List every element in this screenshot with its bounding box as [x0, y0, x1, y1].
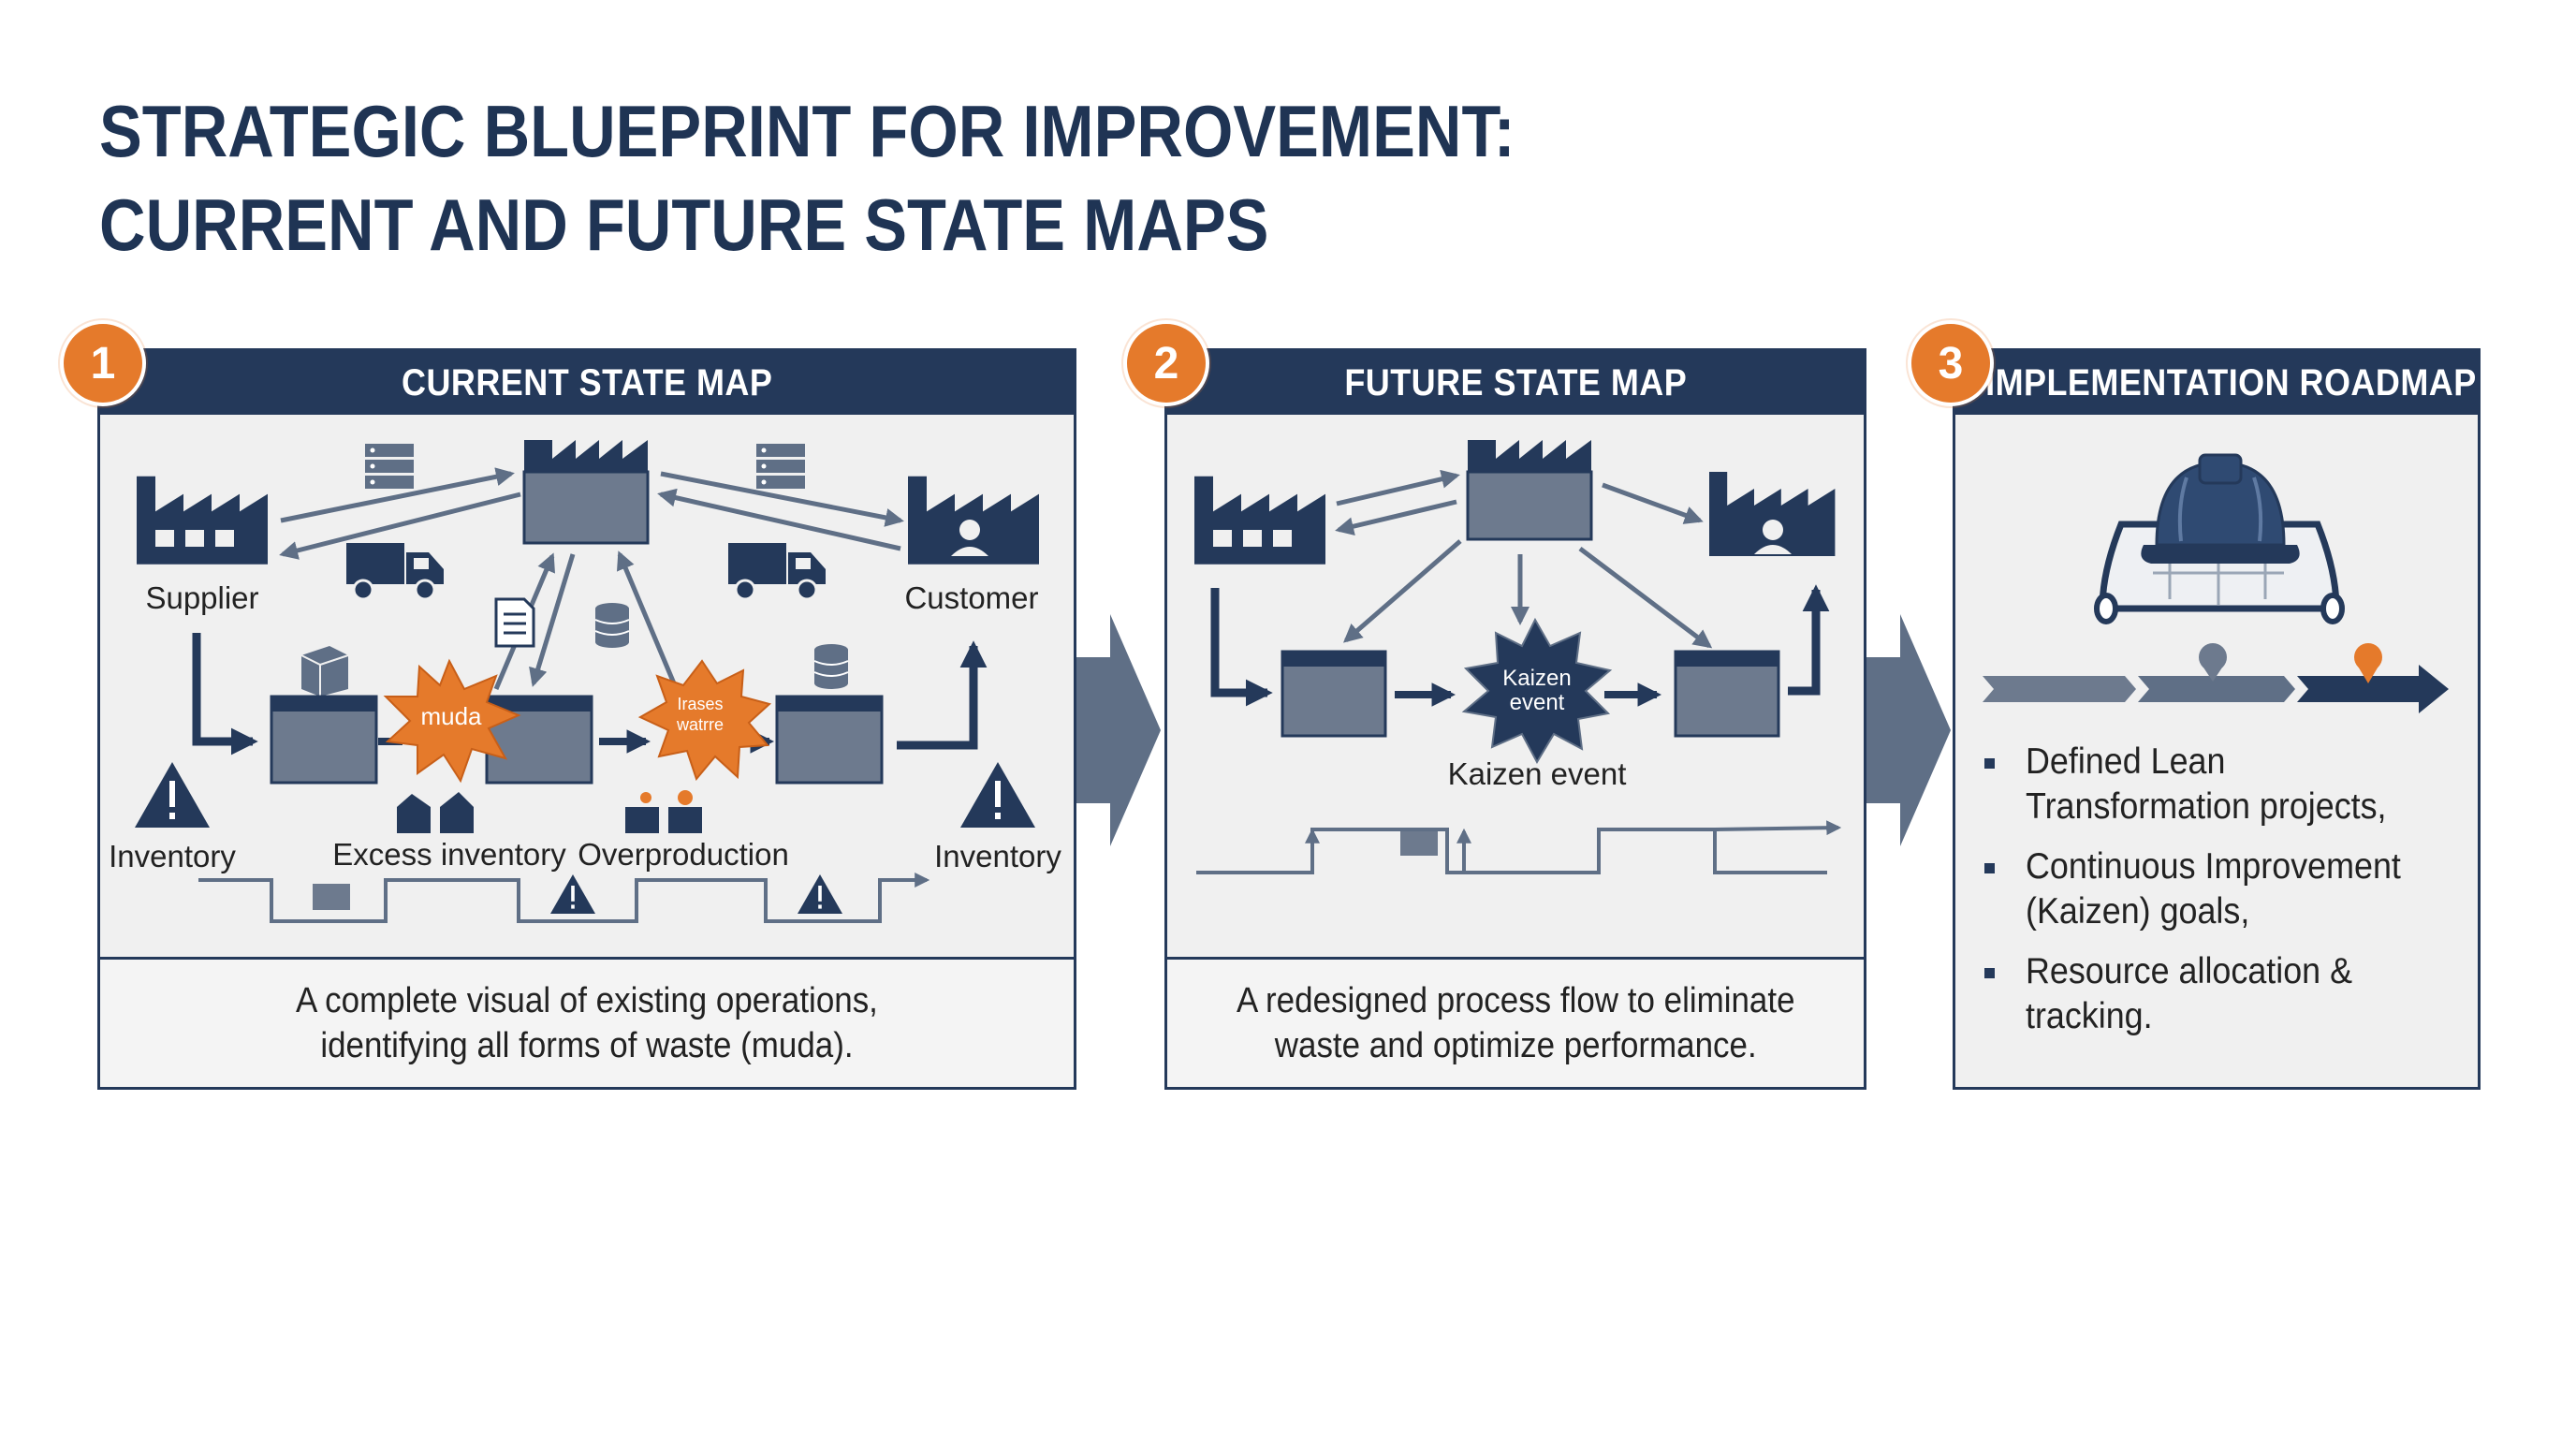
database-icon: [813, 643, 849, 690]
panel-heading: FUTURE STATE MAP: [1167, 351, 1864, 415]
title-line-1: STRATEGIC BLUEPRINT FOR IMPROVEMENT:: [99, 90, 1515, 172]
step-badge-3: 3: [1908, 320, 1994, 406]
document-icon: [494, 597, 535, 648]
inventory-label: Inventory: [934, 839, 1061, 873]
customer-factory-icon: [908, 476, 1039, 565]
warning-icon: [960, 762, 1035, 828]
production-control-factory-icon: [522, 440, 650, 545]
muda-burst: muda: [383, 658, 521, 784]
page-title: STRATEGIC BLUEPRINT FOR IMPROVEMENT: CUR…: [99, 84, 1582, 271]
flow-arrow: [1602, 482, 1704, 524]
title-line-2: CURRENT AND FUTURE STATE MAPS: [99, 183, 1269, 266]
kaizen-burst: Kaizen event: [1461, 617, 1613, 765]
process-box: [775, 695, 884, 785]
step-badge-1: 1: [60, 320, 146, 406]
flow-arrow: [1335, 499, 1457, 536]
panel-caption: A complete visual of existing operations…: [100, 957, 1074, 1087]
box-icon: [300, 646, 349, 697]
server-icon: [756, 444, 805, 489]
panel-heading: IMPLEMENTATION ROADMAP: [1955, 351, 2478, 415]
supplier-label: Supplier: [145, 580, 258, 615]
timeline: [1714, 820, 1842, 836]
map-pin-icon: [2354, 643, 2382, 683]
caption-line-2: waste and optimize performance.: [1274, 1026, 1757, 1065]
panel-current-state: CURRENT STATE MAP A complete visual of e…: [97, 348, 1076, 1090]
caption-line-1: A complete visual of existing operations…: [296, 981, 878, 1020]
overproduction-label: Overproduction: [578, 837, 789, 872]
panel-heading: CURRENT STATE MAP: [100, 351, 1074, 415]
muda-label: muda: [420, 702, 482, 730]
flow-arrow: [279, 492, 521, 560]
truck-icon: [344, 541, 446, 601]
panel-caption: A redesigned process flow to eliminate wa…: [1167, 957, 1864, 1087]
kaizen-event-label: Kaizen event: [1448, 756, 1627, 791]
kaizen-burst-line-2: event: [1510, 690, 1565, 715]
hard-hat-icon: [2141, 453, 2300, 564]
material-arrow: [192, 633, 258, 756]
material-arrow: [1210, 588, 1273, 707]
burst-line-2: watrre: [676, 715, 724, 734]
customer-label: Customer: [904, 580, 1038, 615]
supplier-factory-icon: [137, 476, 268, 565]
timeline: [198, 873, 930, 923]
flow-arrow: [616, 550, 677, 684]
map-pin-icon: [2199, 643, 2227, 682]
material-arrow: [1788, 584, 1830, 696]
inventory-marker: [313, 884, 350, 910]
kaizen-burst-line-1: Kaizen: [1502, 666, 1571, 691]
material-arrow: [897, 640, 988, 750]
production-control-factory-icon: [1466, 440, 1593, 541]
flow-arrow: [1342, 539, 1462, 643]
process-box: [1674, 650, 1780, 738]
truck-icon: [726, 541, 827, 601]
warning-icon: [798, 874, 842, 914]
roadmap-timeline: [1983, 665, 2449, 713]
supplier-factory-icon: [1194, 476, 1325, 565]
flow-arrow: [660, 471, 904, 527]
flow-arrow: [1578, 547, 1713, 649]
list-item: Defined Lean Transformation projects,: [1981, 740, 2486, 829]
burst-line-1: Irases: [677, 695, 723, 713]
server-icon: [365, 444, 414, 489]
step-badge-2: 2: [1123, 320, 1209, 406]
chevron-right-icon: [1866, 614, 1951, 846]
caption-line-2: identifying all forms of waste (muda).: [320, 1026, 854, 1065]
roadmap-list: Defined Lean Transformation projects, Co…: [1981, 740, 2486, 1054]
flow-arrow: [529, 553, 576, 687]
timeline: [1196, 828, 1827, 874]
caption-line-1: A redesigned process flow to eliminate: [1236, 981, 1795, 1020]
process-box: [270, 695, 378, 785]
warning-icon: [135, 762, 210, 828]
flow-arrow: [280, 467, 515, 523]
database-icon: [594, 602, 630, 649]
chevron-right-icon: [1076, 614, 1161, 846]
inventory-marker: [1400, 831, 1438, 856]
list-item: Continuous Improvement (Kaizen) goals,: [1981, 844, 2486, 934]
excess-inventory-label: Excess inventory: [332, 837, 566, 872]
waste-burst: Irases watrre: [637, 659, 772, 782]
timeline: [1713, 828, 1719, 873]
inventory-label: Inventory: [109, 839, 236, 873]
open-box-icon: [397, 792, 474, 833]
list-item: Resource allocation & tracking.: [1981, 949, 2486, 1039]
process-box: [1281, 650, 1387, 738]
flow-arrow: [657, 488, 901, 551]
flow-arrow: [1336, 469, 1460, 506]
warning-icon: [550, 874, 595, 914]
customer-factory-icon: [1709, 472, 1836, 556]
open-box-icon: [625, 790, 702, 833]
